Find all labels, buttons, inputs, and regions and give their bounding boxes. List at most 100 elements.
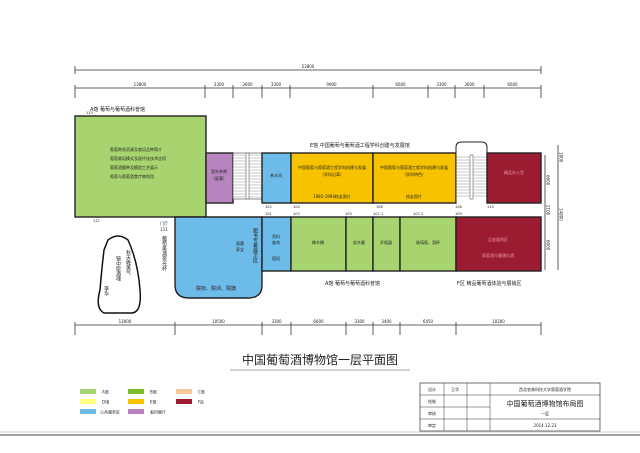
dim-label: 3300: [214, 82, 225, 87]
dim-label: 6000: [546, 240, 551, 251]
exhibit-line: 葡萄酒酿种及酿造工艺展示: [110, 164, 158, 170]
room-number: 108: [455, 205, 462, 209]
room-label: 开瓶器: [380, 239, 392, 245]
room-label: 校友照片: [406, 193, 422, 199]
hall-a-text: 葡萄种质资源及栽培品种简介 葡萄栽培模式及现代化技术应用 葡萄酒酿种及酿造工艺展…: [110, 146, 166, 179]
right-dimensions: 1800 6600 2100 6000 14800: [544, 145, 564, 270]
room-label: 图书专著展示区: [252, 228, 258, 263]
room-number: 113: [86, 111, 93, 115]
legend-label: D馆: [102, 399, 109, 405]
hall-a-title: A馆 葡萄与葡萄酒科普馆: [90, 106, 145, 113]
drawing-date: 2014.12.23: [534, 423, 557, 428]
dim-label: 3400: [381, 319, 392, 324]
exhibit-line: 葡萄与葡萄酒食疗物利用: [110, 173, 154, 179]
dim-label: 3300: [354, 319, 365, 324]
room-label: 精品办公室: [504, 169, 524, 175]
legend-swatch: [80, 399, 96, 404]
dim-label: 3300: [271, 319, 282, 324]
room-label: 索宝: [236, 246, 244, 252]
stairs-left: [232, 152, 263, 200]
entrance-label: 门厅: [160, 220, 168, 226]
dim-label: 6600: [313, 319, 324, 324]
hall-e-title: E馆 中国葡萄与葡萄酒工程学科创建与发展馆: [310, 142, 410, 149]
legend-swatch: [80, 409, 96, 414]
drawing-title: 中国葡萄酒博物馆一层平面图: [242, 352, 398, 367]
room-label: 院标、院训、院旗: [196, 285, 236, 292]
stairs-right: [455, 141, 488, 203]
room-number: 104: [293, 205, 300, 209]
designer-name: 王华: [451, 386, 459, 392]
room-label: （庭廊）: [211, 175, 227, 181]
entrance-number: 111: [160, 227, 168, 232]
poem-rock: [97, 235, 142, 314]
room-number: 103: [293, 212, 300, 216]
drawing-name: 中国葡萄酒博物馆布局图: [507, 399, 584, 408]
dim-label: 14800: [559, 208, 564, 221]
floor-label: 一层: [541, 410, 549, 416]
dim-label: 9900: [326, 82, 337, 87]
room-label: 橡木桶: [312, 239, 324, 245]
legend-swatch: [80, 389, 96, 394]
legend-swatch: [176, 399, 192, 404]
room-label: 查询: [272, 239, 280, 245]
dim-label: 3300: [436, 82, 447, 87]
dim-label: 6600: [507, 82, 518, 87]
room-105: [345, 216, 374, 272]
review-label: 审核: [428, 410, 436, 416]
legend-label: 临时展厅: [150, 409, 166, 415]
room-label: （学科沿革）: [320, 171, 344, 177]
legend-label: F区: [198, 400, 204, 405]
room-number: 107-1: [373, 212, 383, 216]
exhibit-line: 葡萄栽培模式及现代化技术应用: [110, 155, 166, 161]
room-label: 品鉴展销区: [488, 236, 508, 242]
dim-label: 6600: [395, 82, 406, 87]
legend-label: 公共服务区: [100, 409, 120, 415]
room-label: 玻璃瓶、酒杯: [416, 239, 440, 245]
legend-swatch: [128, 389, 144, 394]
room-label: 葡萄酒与健康饮酒: [482, 252, 514, 258]
dim-label: 3300: [271, 82, 282, 87]
room-label: （学科特色）: [402, 171, 426, 177]
entrance-poem: 葡萄美酒夜光杯: [161, 235, 167, 272]
f-tasting-room: [455, 216, 542, 272]
room-number: 107-2: [413, 212, 423, 216]
legend-label: E馆: [150, 399, 157, 405]
legend-label: B馆: [150, 389, 157, 395]
room-number: 112: [93, 219, 100, 223]
dim-label: 2100: [546, 205, 551, 216]
dim-label: 13000: [119, 319, 132, 324]
legend-label: A馆: [102, 389, 109, 395]
room-number: 106: [376, 205, 383, 209]
rock-poem-line: 秋天晚美气: [125, 249, 131, 275]
f-office-room: [486, 152, 542, 204]
room-number: 109: [455, 212, 462, 216]
approve-label: 审定: [428, 422, 436, 428]
room-label: 茶水间: [270, 172, 282, 178]
dim-label: 1800: [559, 152, 564, 163]
room-label: 中国葡萄与葡萄酒工程学科创建与发展: [298, 164, 366, 170]
draw-label: 绘制: [428, 398, 436, 404]
dim-total: 53800: [302, 64, 315, 69]
dim-label: 10200: [492, 319, 505, 324]
dim-label: 10500: [212, 319, 225, 324]
entrance-hall: [174, 216, 263, 299]
room-103: [290, 216, 347, 272]
room-label: 室外茶吧: [211, 168, 227, 174]
hall-a-bottom-title: A馆 葡萄与葡萄酒科普馆: [325, 280, 380, 287]
info-room: [261, 216, 292, 272]
dim-label: 13800: [134, 82, 147, 87]
room-label: 1985-1994校友照片: [313, 193, 351, 199]
legend-swatch: [128, 409, 144, 414]
tea-room: [261, 152, 292, 204]
room-107-1: [372, 216, 401, 272]
hall-e-room-2: [372, 152, 457, 204]
room-label: 画墨: [236, 241, 244, 246]
exhibit-line: 葡萄种质资源及栽培品种简介: [110, 146, 162, 152]
room-number: 102: [265, 205, 272, 209]
hall-f-title: F区 精品葡萄酒体验与展销区: [457, 280, 521, 287]
room-107-2: [399, 216, 457, 272]
